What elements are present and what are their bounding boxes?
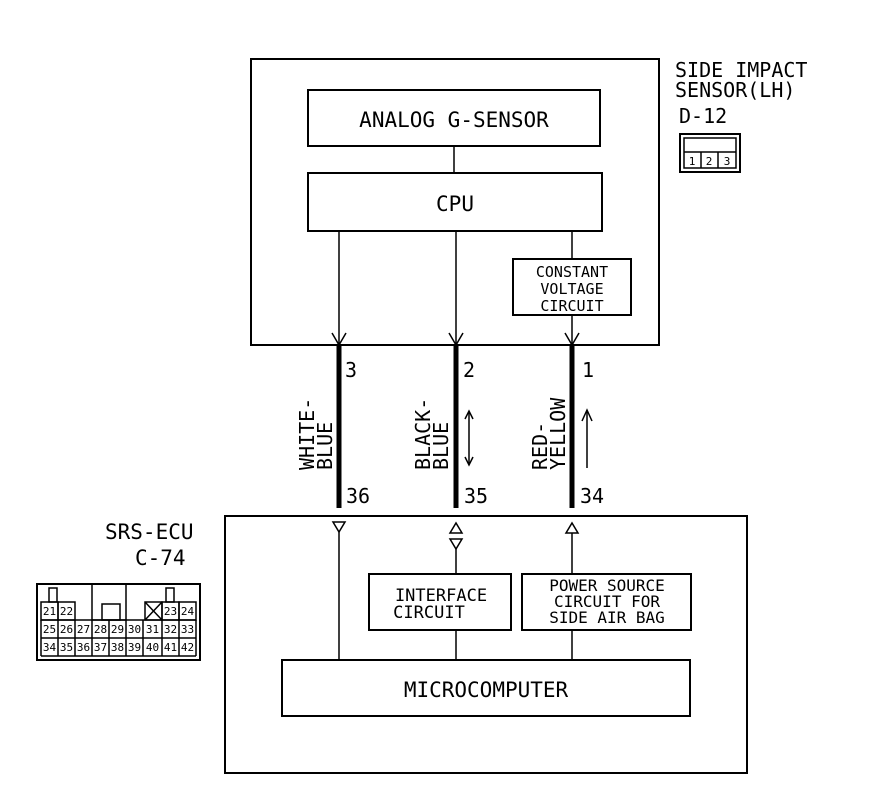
svg-text:35: 35 xyxy=(60,641,73,654)
svg-text:42: 42 xyxy=(181,641,194,654)
terminal-34-icon xyxy=(564,521,580,534)
wire1-color-label: WHITE- BLUE xyxy=(295,398,337,470)
terminal-36-icon xyxy=(331,521,347,534)
wire3-color-label: RED- YELLOW xyxy=(528,397,570,470)
microcomputer-label: MICROCOMPUTER xyxy=(404,678,569,702)
constant-voltage-label-2: VOLTAGE xyxy=(540,280,603,298)
analog-g-sensor-label: ANALOG G-SENSOR xyxy=(359,108,549,132)
interface-label-2: CIRCUIT xyxy=(393,603,465,623)
wire1-sensor-pin: 3 xyxy=(345,358,357,382)
svg-text:31: 31 xyxy=(146,623,159,636)
svg-text:24: 24 xyxy=(181,605,195,618)
svg-text:26: 26 xyxy=(60,623,73,636)
svg-text:33: 33 xyxy=(181,623,194,636)
sensor-pin-2: 2 xyxy=(706,155,713,168)
svg-text:WHITE-: WHITE- xyxy=(295,398,319,470)
svg-text:30: 30 xyxy=(128,623,141,636)
sensor-connector-id: D-12 xyxy=(679,104,727,128)
wire3-sensor-pin: 1 xyxy=(582,358,594,382)
svg-text:28: 28 xyxy=(94,623,107,636)
wire2-color-label: BLACK- BLUE xyxy=(411,398,453,470)
svg-text:36: 36 xyxy=(77,641,90,654)
svg-text:BLUE: BLUE xyxy=(429,422,453,470)
svg-text:34: 34 xyxy=(43,641,57,654)
svg-text:YELLOW: YELLOW xyxy=(546,397,570,470)
interface-circuit-block xyxy=(368,573,512,631)
svg-text:40: 40 xyxy=(146,641,159,654)
sensor-pin-1: 1 xyxy=(689,155,696,168)
svg-text:27: 27 xyxy=(77,623,90,636)
sensor-connector-icon: 1 2 3 xyxy=(679,133,741,173)
cpu-label: CPU xyxy=(436,192,474,216)
svg-text:37: 37 xyxy=(94,641,107,654)
sensor-pin-3: 3 xyxy=(724,155,731,168)
power-source-label-2: CIRCUIT FOR xyxy=(554,592,660,611)
svg-text:32: 32 xyxy=(164,623,177,636)
constant-voltage-label-3: CIRCUIT xyxy=(540,297,603,315)
sensor-title-line1: SIDE IMPACT xyxy=(675,58,807,82)
svg-text:RED-: RED- xyxy=(528,422,552,470)
terminal-35-up-icon xyxy=(448,521,464,534)
power-source-label-3: SIDE AIR BAG xyxy=(549,608,665,627)
wire1-ecu-pin: 36 xyxy=(346,484,370,508)
bidirectional-arrow-icon xyxy=(464,409,474,467)
svg-text:25: 25 xyxy=(43,623,56,636)
ecu-connector-id: C-74 xyxy=(135,546,186,570)
microcomputer-block xyxy=(281,659,691,717)
terminal-35-down-icon xyxy=(448,538,464,551)
svg-text:22: 22 xyxy=(60,605,73,618)
svg-text:23: 23 xyxy=(164,605,177,618)
upward-arrow-icon xyxy=(581,408,593,468)
power-source-label-1: POWER SOURCE xyxy=(549,576,665,595)
wire3-ecu-pin: 34 xyxy=(580,484,604,508)
svg-text:21: 21 xyxy=(43,605,56,618)
svg-text:38: 38 xyxy=(111,641,124,654)
srs-ecu-box xyxy=(224,515,748,774)
constant-voltage-label-1: CONSTANT xyxy=(536,263,608,281)
svg-text:29: 29 xyxy=(111,623,124,636)
cpu-block xyxy=(307,172,603,232)
ecu-title: SRS-ECU xyxy=(105,520,194,544)
svg-text:BLACK-: BLACK- xyxy=(411,398,435,470)
wire2-ecu-pin: 35 xyxy=(464,484,488,508)
power-source-block xyxy=(521,573,692,631)
svg-text:BLUE: BLUE xyxy=(313,422,337,470)
interface-label-1: INTERFACE xyxy=(395,586,487,606)
svg-text:41: 41 xyxy=(164,641,177,654)
svg-text:39: 39 xyxy=(128,641,141,654)
ecu-connector-icon: 21 22 23 24 25 26 27 28 29 30 31 32 33 3… xyxy=(36,583,201,661)
wire2-sensor-pin: 2 xyxy=(463,358,475,382)
sensor-title-line2: SENSOR(LH) xyxy=(675,78,795,102)
